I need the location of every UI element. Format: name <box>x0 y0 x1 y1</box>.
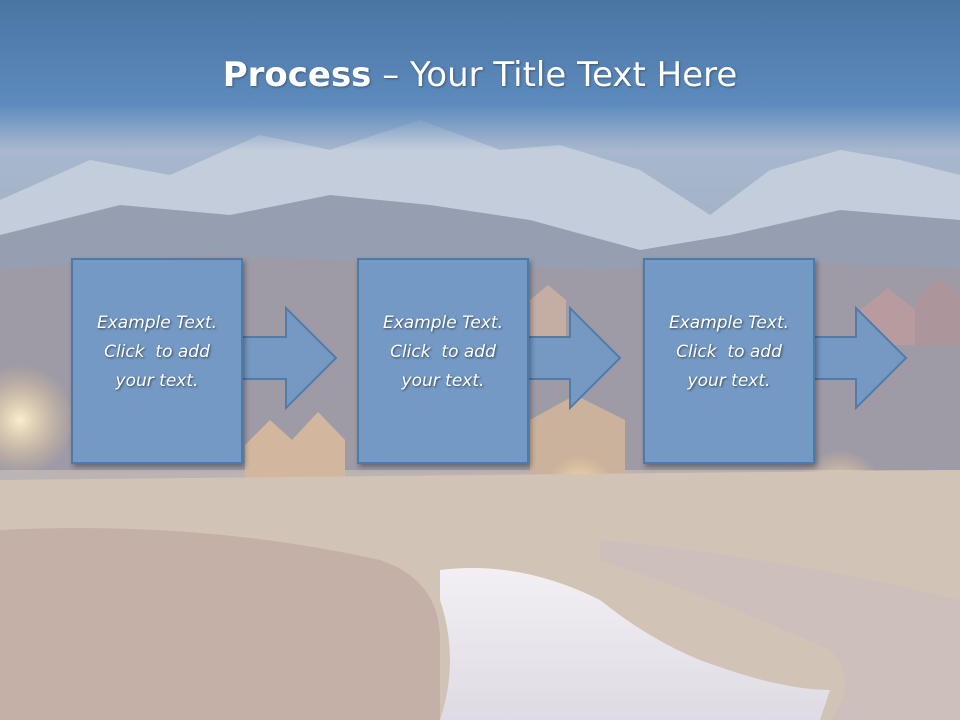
step-box-1[interactable]: Example Text. Click to add your text. <box>71 258 243 464</box>
step-text-line: your text. <box>401 370 485 391</box>
step-text-line: Example Text. <box>668 312 790 333</box>
step-text[interactable]: Example Text. Click to add your text. <box>368 309 518 396</box>
title-band <box>0 0 960 150</box>
step-box-2[interactable]: Example Text. Click to add your text. <box>357 258 529 464</box>
step-text-line: Example Text. <box>96 312 218 333</box>
step-text-line: Click to add <box>390 341 496 362</box>
step-text-line: your text. <box>115 370 199 391</box>
step-text-line: Click to add <box>104 341 210 362</box>
step-box-3[interactable]: Example Text. Click to add your text. <box>643 258 815 464</box>
step-text[interactable]: Example Text. Click to add your text. <box>82 309 232 396</box>
step-text-line: Example Text. <box>382 312 504 333</box>
title-rest: – Your Title Text Here <box>371 55 738 95</box>
arrow-right-icon[interactable] <box>520 300 630 420</box>
arrow-right-icon[interactable] <box>236 300 346 420</box>
arrow-right-icon[interactable] <box>806 300 916 420</box>
step-text[interactable]: Example Text. Click to add your text. <box>654 309 804 396</box>
step-text-line: Click to add <box>676 341 782 362</box>
step-text-line: your text. <box>687 370 771 391</box>
title-bold: Process <box>222 55 372 95</box>
slide-title[interactable]: Process – Your Title Text Here <box>0 50 960 100</box>
